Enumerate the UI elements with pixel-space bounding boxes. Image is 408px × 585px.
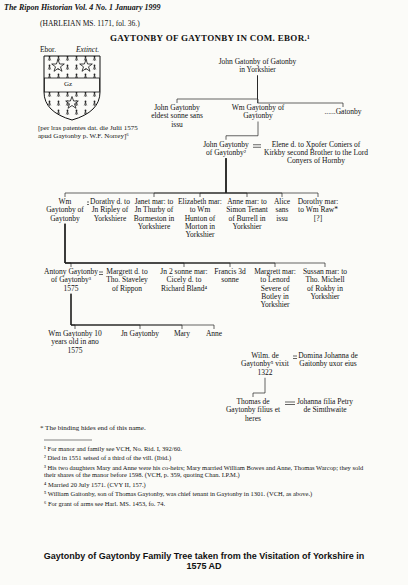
caption: Gaytonby of Gaytonby Family Tree taken f…	[40, 551, 368, 572]
marriage-line	[253, 145, 261, 148]
footnote: ² Died in 1551 seised of a third of the …	[44, 454, 374, 461]
person-text: Dorothy mar: to Wm Raw* [?]	[297, 198, 339, 223]
person-entry: Wm Gaytonby 10 years old in ano 1575	[48, 330, 102, 355]
person-entry: John Gaytonby eldest sonne sans issu	[148, 104, 206, 129]
descent-line	[65, 158, 226, 197]
person-entry: Elene d. to Xpofer Coniers of Kirkby sec…	[262, 141, 370, 166]
grant-note: [per lras patentes dat. die Julii 1575 a…	[38, 124, 142, 140]
person-entry: Anne mar: to Simon Tenant of Burrell in …	[226, 198, 268, 231]
person-text: ......Gatonby	[318, 108, 368, 116]
person-text: Wilm. de Gaytonby⁵ vixit 1322	[238, 352, 292, 377]
person-entry: Sussan mar: to Tho. Michell of Rokby in …	[302, 268, 348, 301]
tincture-label: Gz	[64, 80, 82, 88]
person-entry: Janet mar: to Jn Thurby of Bormeston in …	[133, 198, 175, 231]
person-text: Jn 2 sonne mar: Cicely d. to Richard Bla…	[158, 268, 210, 293]
person-entry: Thomas de Gaytonby filius et heres	[222, 398, 284, 423]
person-entry: Margrett mar: to Lenord Severe of Botley…	[252, 268, 298, 309]
person-text: Anne mar: to Simon Tenant of Burrell in …	[226, 198, 268, 231]
descent-line	[154, 158, 226, 197]
descent-line	[71, 294, 140, 329]
person-entry: Francis 3d sonne	[214, 268, 246, 285]
person-text: John Gaytonby of Gaytonby²	[200, 141, 252, 158]
person-entry: ......Gatonby	[318, 108, 368, 116]
person-text: Margrett mar: to Lenord Severe of Botley…	[252, 268, 298, 309]
county-label: Ebor.	[40, 46, 70, 55]
descent-line	[258, 76, 344, 108]
person-entry: Dorothy mar: to Wm Raw* [?]	[297, 198, 339, 223]
person-entry: Elizabeth mar: to Wm Hunton of Morton in…	[178, 198, 222, 239]
descent-line	[226, 158, 247, 197]
person-text: Antony Gaytonby of Gaytonby³ 1575	[44, 268, 98, 293]
footnote: ¹ For manor and family see VCH, No. Rid.…	[44, 445, 374, 452]
person-entry: Wilm. de Gaytonby⁵ vixit 1322	[238, 352, 292, 377]
person-text: Janet mar: to Jn Thurby of Bormeston in …	[133, 198, 175, 231]
person-entry: Alice sans issu	[271, 198, 293, 223]
footnote: * The binding hides end of this name.	[40, 424, 360, 432]
shield-fess	[45, 78, 100, 92]
header: The Ripon Historian Vol. 4 No. 1 January…	[4, 3, 304, 12]
person-entry: John Gaytonby of Gaytonby²	[200, 141, 252, 158]
descent-line	[71, 294, 182, 329]
person-text: John Gatonby of Gatonby in Yorkshier	[215, 58, 300, 75]
person-text: John Gaytonby eldest sonne sans issu	[148, 104, 206, 129]
shield	[44, 56, 100, 120]
person-text: Johanna filia Petry de Simthwaite	[296, 398, 354, 415]
person-text: Wm Gaytonby of Gaytonby	[44, 198, 86, 223]
person-entry: Dorathy d. to Jn Ripley of Yorkshiere	[90, 198, 130, 223]
person-entry: Anne	[200, 330, 228, 338]
descent-line	[226, 122, 258, 140]
person-text: Anne	[200, 330, 228, 338]
person-text: Elene d. to Xpofer Coniers of Kirkby sec…	[262, 141, 370, 166]
person-text: Thomas de Gaytonby filius et heres	[222, 398, 284, 423]
source-note: (HARLEIAN MS. 1171, fol. 36.)	[40, 20, 260, 29]
person-entry: Domina Johanna de Gaitonby uxor eius	[298, 352, 358, 369]
person-entry: Wm Gaytonby of Gaytonby	[226, 104, 290, 121]
person-entry: Jn 2 sonne mar: Cicely d. to Richard Bla…	[158, 268, 210, 293]
person-text: Elizabeth mar: to Wm Hunton of Morton in…	[178, 198, 222, 239]
footnote: ⁴ Married 20 July 1571. (CVY II, 157.)	[44, 481, 374, 488]
person-text: Margrett d. to Tho. Staveley of Rippon	[104, 268, 150, 293]
person-entry: Antony Gaytonby of Gaytonby³ 1575	[44, 268, 98, 293]
marriage-line	[87, 202, 89, 205]
person-text: Domina Johanna de Gaitonby uxor eius	[298, 352, 358, 369]
descent-line	[177, 76, 258, 104]
footnote: ⁶ For grant of arms see Harl. MS. 1453, …	[44, 500, 374, 507]
marriage-line	[99, 272, 103, 275]
descent-line	[200, 158, 226, 197]
person-text: Dorathy d. to Jn Ripley of Yorkshiere	[90, 198, 130, 223]
footnote-rule	[44, 440, 92, 441]
shield-stars	[52, 60, 93, 109]
person-text: Jn Gaytonby	[118, 330, 162, 338]
person-text: Francis 3d sonne	[214, 268, 246, 285]
title: GAYTONBY OF GAYTONBY IN COM. EBOR.¹	[60, 33, 360, 43]
footnote: ³ His two daughters Mary and Anne were h…	[44, 464, 374, 479]
person-entry: Wm Gaytonby of Gaytonby	[44, 198, 86, 223]
status-label: Extinct.	[76, 46, 116, 55]
person-entry: Jn Gaytonby	[118, 330, 162, 338]
footnote: ⁵ William Gaitonby, son of Thomas Gayton…	[44, 490, 374, 497]
person-entry: Mary	[168, 330, 196, 338]
descent-line	[253, 378, 265, 397]
person-text: Alice sans issu	[271, 198, 293, 223]
marriage-line	[293, 356, 297, 359]
person-text: Wm Gaytonby of Gaytonby	[226, 104, 290, 121]
person-text: Sussan mar: to Tho. Michell of Rokby in …	[302, 268, 348, 301]
person-text: Wm Gaytonby 10 years old in ano 1575	[48, 330, 102, 355]
person-entry: Johanna filia Petry de Simthwaite	[296, 398, 354, 415]
descent-line	[71, 294, 75, 329]
person-entry: John Gatonby of Gatonby in Yorkshier	[215, 58, 300, 75]
descent-line	[71, 294, 214, 329]
person-entry: Margrett d. to Tho. Staveley of Rippon	[104, 268, 150, 293]
descent-line	[226, 158, 282, 197]
person-text: Mary	[168, 330, 196, 338]
marriage-line	[285, 402, 295, 405]
descent-line	[65, 224, 71, 267]
